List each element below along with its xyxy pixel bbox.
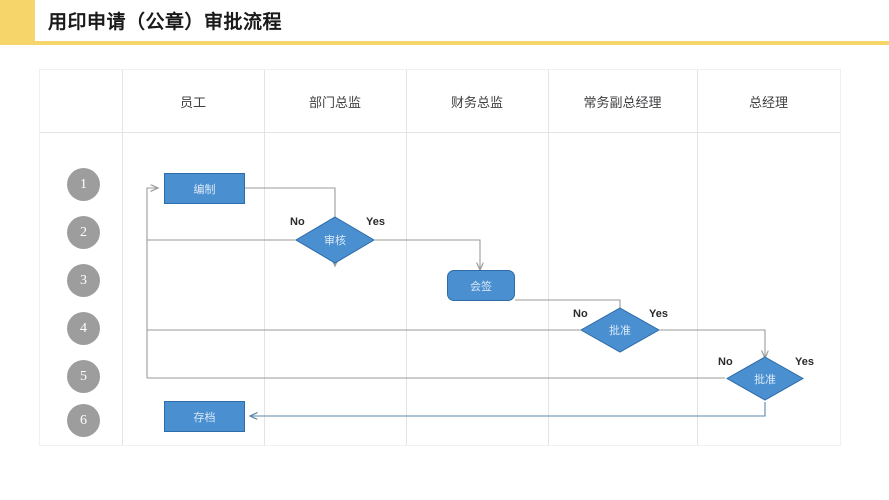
lane-header-employee: 员工 (179, 94, 206, 110)
review-yes-label: Yes (366, 216, 385, 228)
approve-vp-no-label: No (573, 308, 588, 320)
step-number: 6 (80, 412, 87, 428)
review-no-label: No (290, 216, 305, 228)
step-circle-4: 4 (67, 312, 100, 345)
node-draft[interactable]: 编制 (164, 173, 245, 204)
node-archive[interactable]: 存档 (164, 401, 245, 432)
approve-vp-yes-label: Yes (649, 308, 668, 320)
lane-divider-5 (697, 70, 698, 445)
page-header: 用印申请（公章）审批流程 (0, 0, 889, 41)
header-row-divider (40, 132, 840, 133)
page-title: 用印申请（公章）审批流程 (48, 12, 283, 33)
lane-header-gm: 总经理 (748, 94, 788, 110)
approve-gm-yes-label: Yes (795, 356, 814, 368)
step-number: 1 (80, 176, 87, 192)
step-number: 3 (80, 272, 87, 288)
step-circle-6: 6 (67, 404, 100, 437)
step-circle-1: 1 (67, 168, 100, 201)
node-label: 编制 (193, 183, 216, 196)
lane-divider-4 (548, 70, 549, 445)
lane-header-vp: 常务副总经理 (583, 94, 662, 110)
approve-gm-no-label: No (718, 356, 733, 368)
node-label: 会签 (470, 280, 492, 293)
step-circle-2: 2 (67, 216, 100, 249)
lane-header-finance-director: 财务总监 (450, 94, 503, 110)
header-accent-bar (0, 0, 35, 41)
lane-divider-1 (122, 70, 123, 445)
step-circle-5: 5 (67, 360, 100, 393)
node-approve-vp[interactable]: 批准 (580, 307, 660, 353)
node-review[interactable]: 审核 (295, 216, 375, 264)
lane-divider-3 (406, 70, 407, 445)
node-label: 存档 (193, 411, 216, 424)
lane-header-dept-director: 部门总监 (308, 94, 361, 110)
node-countersign[interactable]: 会签 (447, 270, 515, 301)
flowchart-canvas: 员工 部门总监 财务总监 常务副总经理 总经理 (40, 70, 840, 445)
connector-layer (146, 70, 840, 445)
step-number: 5 (80, 368, 87, 384)
step-circle-3: 3 (67, 264, 100, 297)
lane-divider-2 (264, 70, 265, 445)
step-number: 2 (80, 224, 87, 240)
header-underline (0, 41, 889, 45)
step-number: 4 (80, 320, 87, 336)
node-approve-gm[interactable]: 批准 (726, 356, 804, 401)
